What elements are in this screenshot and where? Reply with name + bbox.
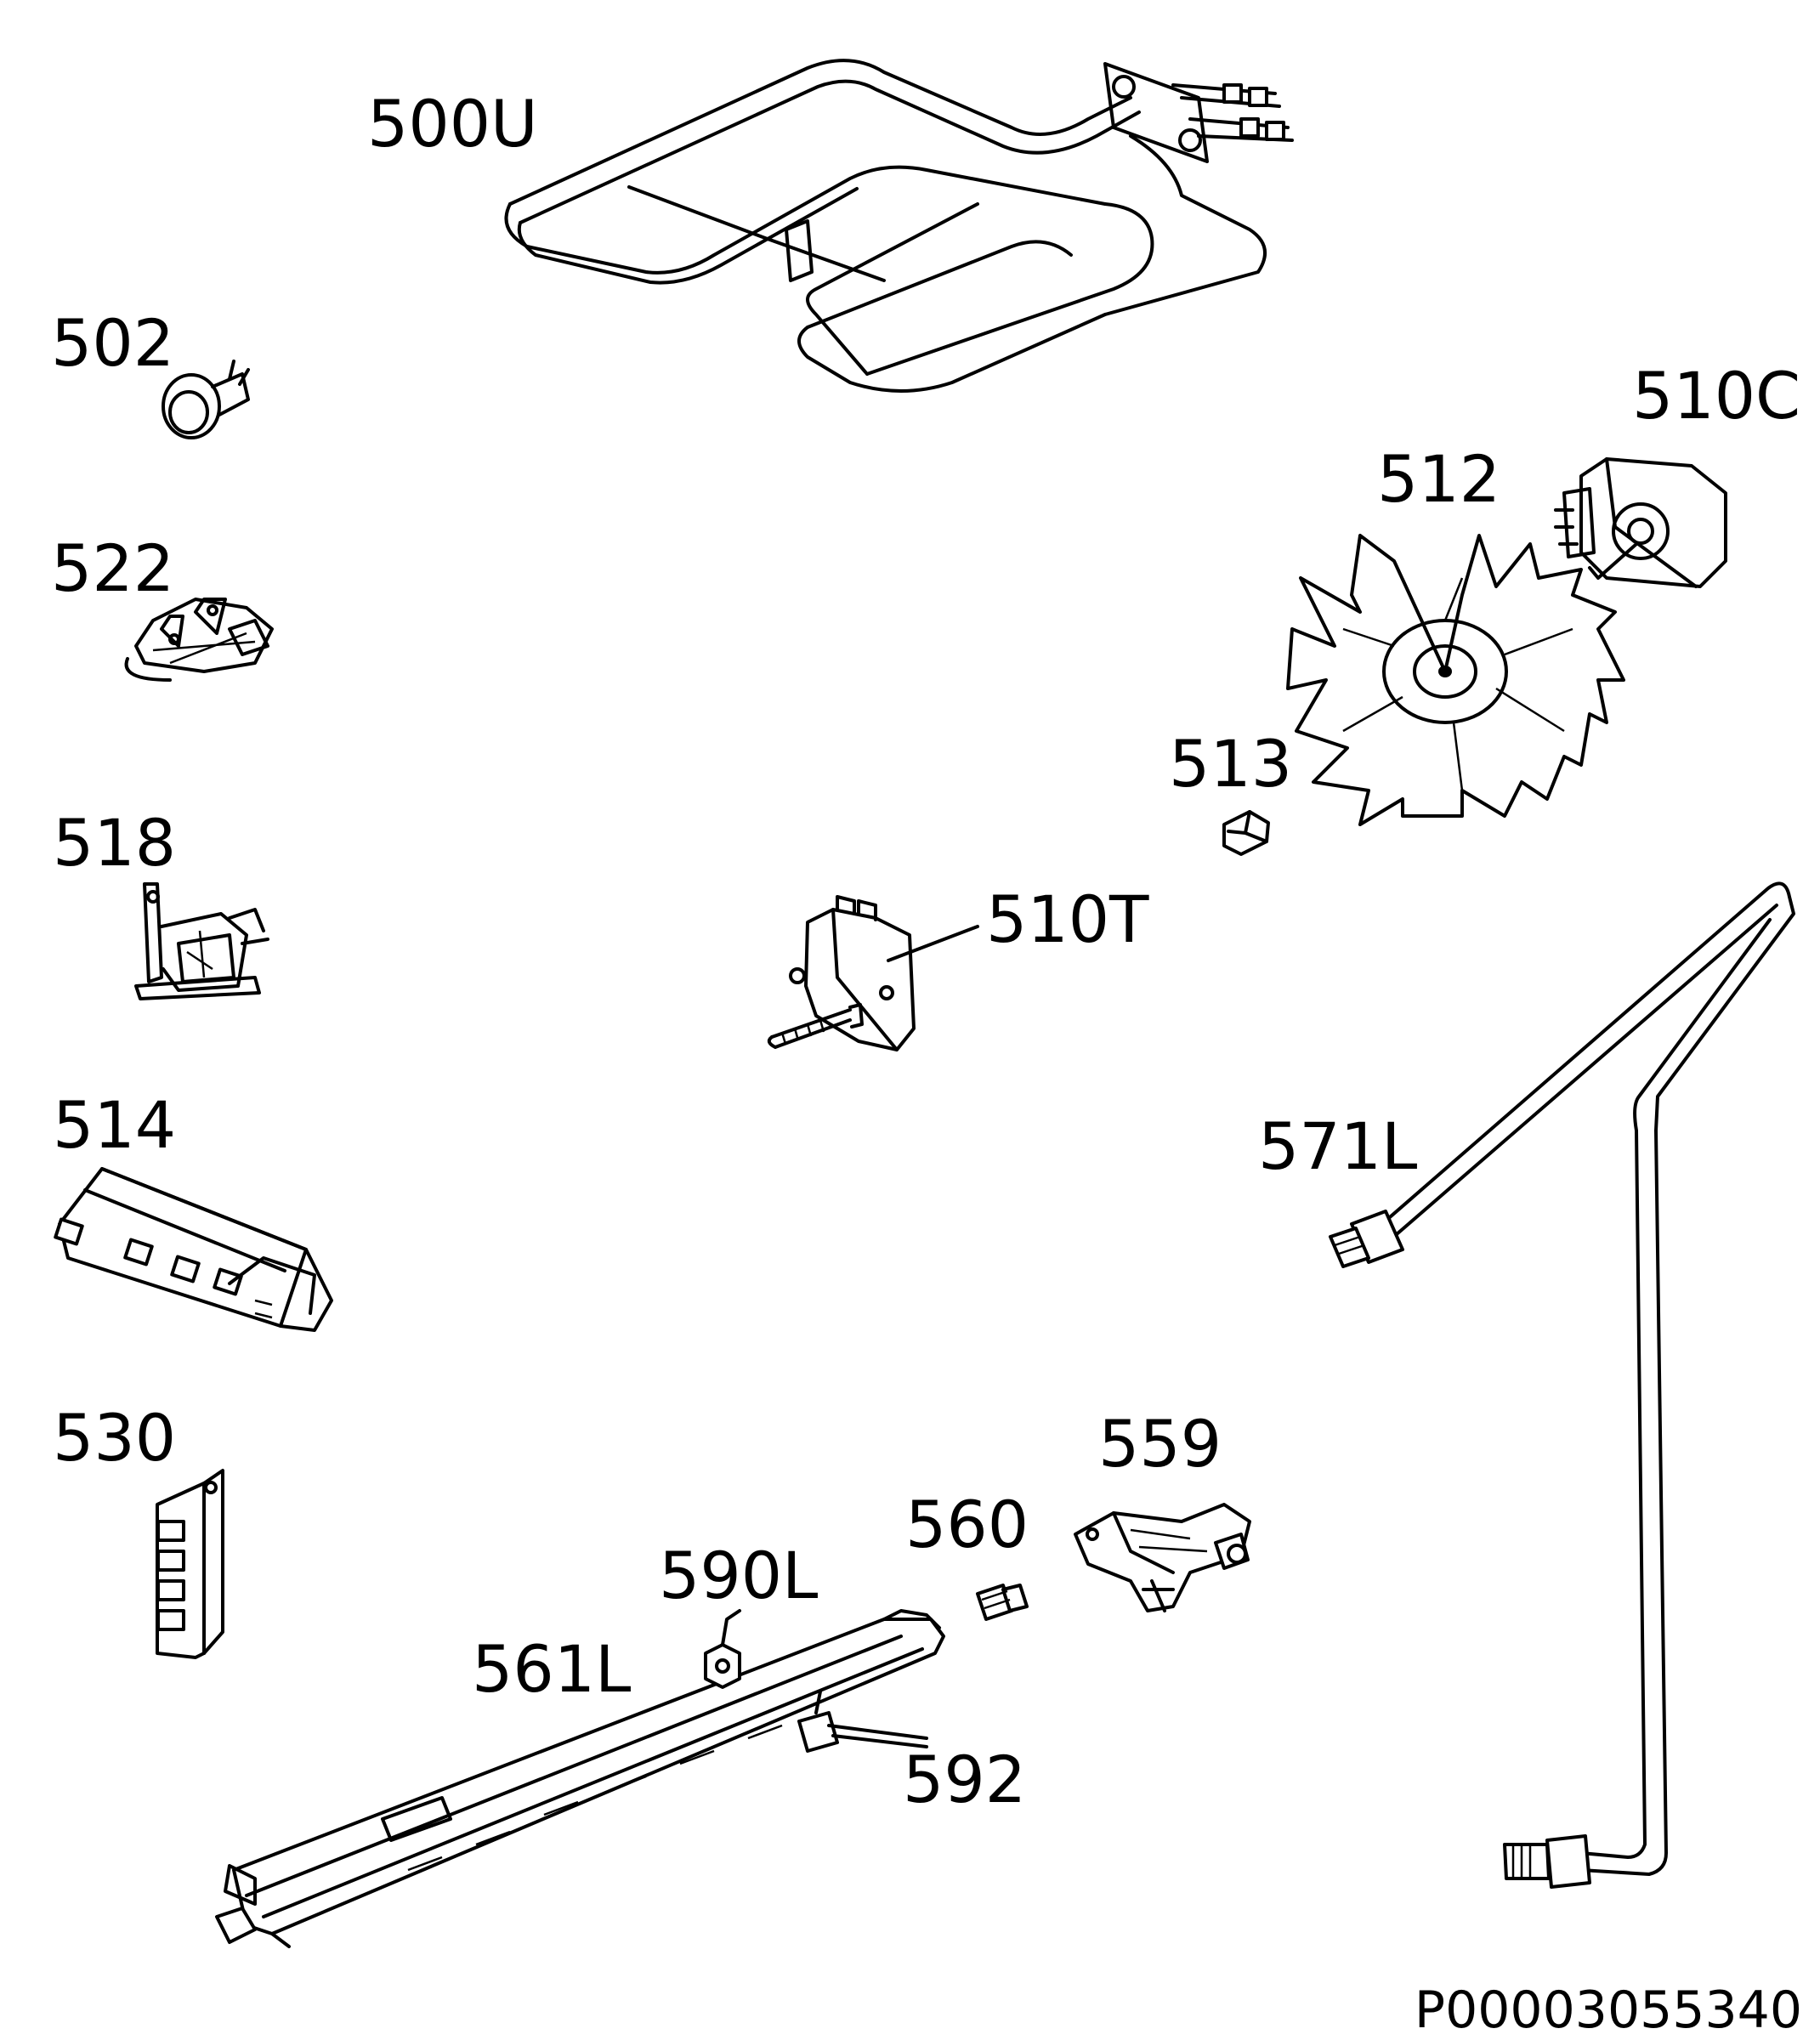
part-522-switch (124, 598, 274, 682)
part-590L-bracket (704, 1609, 741, 1689)
label-514: 514 (53, 1087, 176, 1163)
label-571L: 571L (1258, 1108, 1417, 1184)
part-510T-thermostat-unit (767, 895, 916, 1051)
label-513: 513 (1169, 726, 1292, 802)
label-590L: 590L (659, 1538, 818, 1613)
label-512: 512 (1377, 441, 1500, 517)
part-518-door-switch (134, 882, 269, 1000)
part-592-thermocouple (797, 1690, 928, 1753)
part-559-gas-valve (1074, 1503, 1251, 1612)
part-500U-heating-element (504, 59, 1294, 393)
part-502-thermostat (162, 360, 250, 439)
part-514-ignition-generator (54, 1167, 333, 1332)
part-512-fan-blade (1286, 534, 1625, 826)
label-530: 530 (53, 1400, 176, 1476)
label-502: 502 (51, 305, 174, 381)
part-561L-burner (215, 1609, 945, 1948)
part-530-terminal-block (156, 1469, 224, 1659)
label-561L: 561L (472, 1631, 631, 1707)
label-592: 592 (903, 1742, 1026, 1817)
label-510C: 510C (1632, 358, 1800, 434)
leader-510T (887, 925, 979, 962)
label-500U: 500U (367, 86, 538, 162)
label-560: 560 (905, 1487, 1029, 1562)
drawing-code: P00003055340 (1415, 1980, 1802, 2040)
label-522: 522 (51, 530, 174, 606)
part-510C-fan-motor (1554, 457, 1727, 588)
label-559: 559 (1098, 1406, 1222, 1482)
part-560-injector (976, 1584, 1029, 1621)
part-571L-gas-pipe (1329, 881, 1795, 1889)
label-510T: 510T (986, 881, 1149, 957)
label-518: 518 (53, 805, 176, 881)
part-513-nut (1222, 810, 1270, 856)
